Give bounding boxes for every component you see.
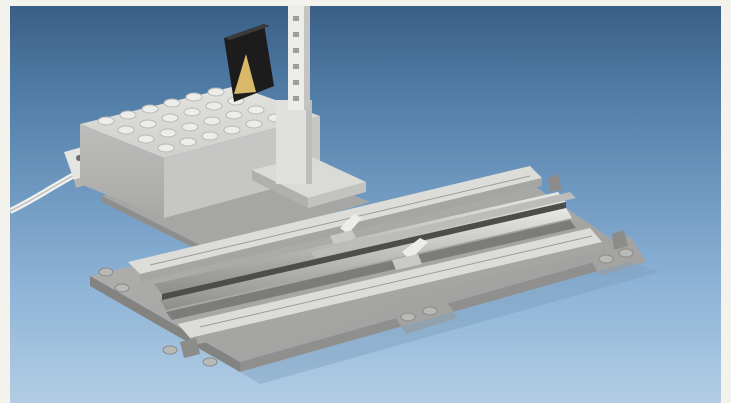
- lego-train-track-photo: [10, 6, 721, 403]
- rail-track: [90, 166, 646, 372]
- switch-levers: [180, 174, 628, 358]
- signal-mast: [252, 6, 366, 208]
- signal-head: [224, 24, 274, 102]
- photo-illustration: [10, 6, 660, 384]
